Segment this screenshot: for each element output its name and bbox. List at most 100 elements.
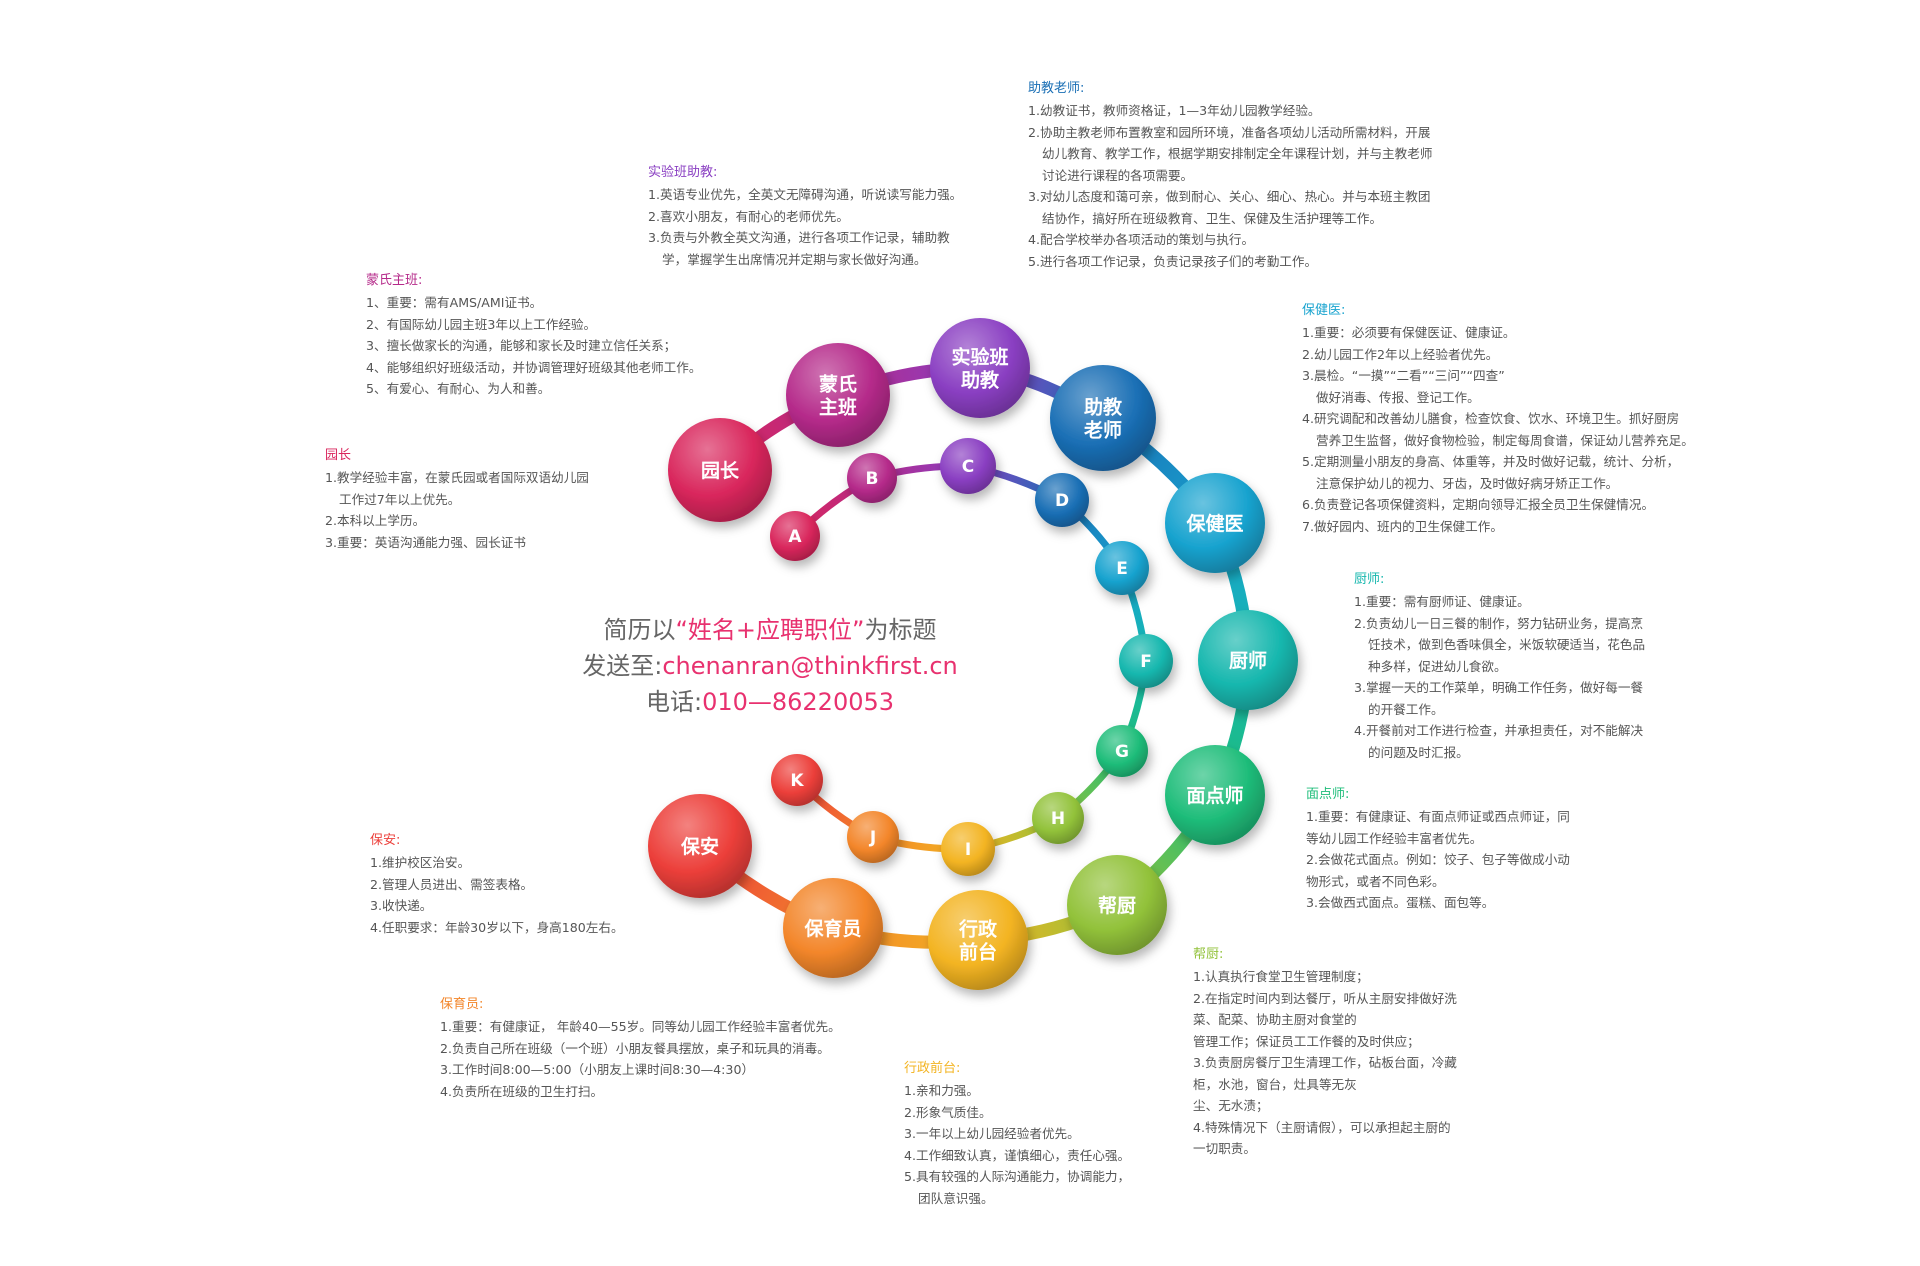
requirement-line: 学，掌握学生出席情况并定期与家长做好沟通。 bbox=[662, 251, 927, 267]
role-bubble-label: 行政 bbox=[958, 918, 998, 941]
requirement-line: 讨论进行课程的各项需要。 bbox=[1042, 167, 1194, 183]
requirement-list: 1.维护校区治安。2.管理人员进出、需签表格。3.收快递。4.任职要求：年龄30… bbox=[370, 852, 890, 938]
role-bubble-baojian[interactable]: 保健医 bbox=[1165, 473, 1265, 573]
requirement-line: 1.重要：必须要有保健医证、健康证。 bbox=[1302, 325, 1516, 340]
role-bubble-xingzheng[interactable]: 行政前台 bbox=[928, 890, 1028, 990]
role-bubble-circle bbox=[648, 794, 752, 898]
phone-number: 010—86220053 bbox=[702, 688, 895, 716]
email-prefix: 发送至: bbox=[582, 652, 663, 680]
inner-bubble-letter: E bbox=[1116, 559, 1128, 579]
requirement-item: 2、有国际幼儿园主班3年以上工作经验。 bbox=[366, 314, 886, 336]
job-title: 实验班助教: bbox=[648, 165, 718, 180]
job-block-chushi: 厨师: 1.重要：需有厨师证、健康证。 2.负责幼儿一日三餐的制作，努力钻研业务，提… bbox=[1354, 569, 1874, 763]
role-bubble-shiyan[interactable]: 实验班助教 bbox=[930, 318, 1030, 418]
requirement-item: 3.负责与外教全英文沟通，进行各项工作记录，辅助教学，掌握学生出席情况并定期与家… bbox=[648, 227, 1168, 270]
requirement-item: 3.晨检。“一摸”“二看”“三问”“四查”做好消毒、传报、登记工作。 bbox=[1302, 365, 1822, 408]
inner-bubble-letter: F bbox=[1140, 652, 1152, 672]
requirement-line: 2.喜欢小朋友，有耐心的老师优先。 bbox=[648, 208, 849, 224]
email-link[interactable]: chenanran@thinkfirst.cn bbox=[662, 652, 958, 680]
inner-bubble-b: B bbox=[847, 453, 897, 503]
requirement-line: 1.认真执行食堂卫生管理制度； bbox=[1193, 969, 1369, 984]
role-bubble-baoyu[interactable]: 保育员 bbox=[783, 878, 883, 978]
role-bubble-label: 老师 bbox=[1084, 419, 1122, 442]
role-bubble-circle bbox=[668, 418, 772, 522]
requirement-item: 1.重要：有健康证、有面点师证或西点师证，同等幼儿园工作经验丰富者优先。 bbox=[1306, 806, 1826, 849]
role-bubble-label: 园长 bbox=[701, 460, 740, 482]
requirement-line: 3、擅长做家长的沟通，能够和家长及时建立信任关系； bbox=[366, 338, 677, 353]
requirement-line: 种多样，促进幼儿食欲。 bbox=[1368, 658, 1507, 674]
role-bubble-baoan[interactable]: 保安 bbox=[648, 794, 752, 898]
requirement-list: 1.重要：必须要有保健医证、健康证。 2.幼儿园工作2年以上经验者优先。 3.晨检。… bbox=[1302, 322, 1822, 537]
requirement-line: 1、重要：需有AMS/AMI证书。 bbox=[366, 295, 543, 310]
requirement-line: 2.负责幼儿一日三餐的制作，努力钻研业务，提高烹 bbox=[1354, 615, 1644, 631]
requirement-line: 2.幼儿园工作2年以上经验者优先。 bbox=[1302, 346, 1499, 362]
job-title: 蒙氏主班: bbox=[366, 273, 423, 288]
requirement-line: 1.重要：需有厨师证、健康证。 bbox=[1354, 594, 1530, 609]
job-block-baoan: 保安:1.维护校区治安。2.管理人员进出、需签表格。3.收快递。4.任职要求：年… bbox=[370, 830, 890, 938]
requirement-line: 4.负责所在班级的卫生打扫。 bbox=[440, 1083, 604, 1099]
role-bubble-circle bbox=[1165, 745, 1265, 845]
inner-bubble-letter: H bbox=[1051, 809, 1065, 829]
requirement-item: 3.工作时间8:00—5:00（小朋友上课时间8:30—4:30） bbox=[440, 1059, 960, 1081]
role-bubble-circle bbox=[783, 878, 883, 978]
requirement-item: 3.一年以上幼儿园经验者优先。 bbox=[904, 1123, 1424, 1145]
job-title: 行政前台: bbox=[904, 1061, 961, 1076]
requirement-list: 1.幼教证书，教师资格证，1—3年幼儿园教学经验。2.协助主教老师布置教室和园所… bbox=[1028, 100, 1548, 272]
role-bubble-label: 面点师 bbox=[1186, 785, 1243, 807]
requirement-line: 饪技术，做到色香味俱全，米饭软硬适当，花色品 bbox=[1368, 637, 1646, 652]
role-bubble-zhujiao[interactable]: 助教老师 bbox=[1050, 365, 1156, 471]
job-block-baoyu: 保育员:1.重要：有健康证， 年龄40—55岁。同等幼儿园工作经验丰富者优先。2… bbox=[440, 994, 960, 1102]
job-block-mengshi: 蒙氏主班: 1、重要：需有AMS/AMI证书。 2、有国际幼儿园主班3年以上工作经验… bbox=[366, 270, 886, 400]
role-bubble-label: 助教 bbox=[1084, 396, 1123, 419]
role-bubble-yuanzhang[interactable]: 园长 bbox=[668, 418, 772, 522]
requirement-item: 5.进行各项工作记录，负责记录孩子们的考勤工作。 bbox=[1028, 251, 1548, 273]
inner-bubble-circle bbox=[1095, 541, 1149, 595]
requirement-line: 结协作，搞好所在班级教育、卫生、保健及生活护理等工作。 bbox=[1042, 210, 1383, 226]
role-bubble-label: 主班 bbox=[819, 396, 857, 419]
role-bubble-miandian[interactable]: 面点师 bbox=[1165, 745, 1265, 845]
role-bubble-circle bbox=[930, 318, 1030, 418]
requirement-line: 注意保护幼儿的视力、牙齿，及时做好病牙矫正工作。 bbox=[1316, 475, 1619, 491]
requirement-line: 4.开餐前对工作进行检查，并承担责任，对不能解决 bbox=[1354, 723, 1644, 738]
role-bubble-bangchu[interactable]: 帮厨 bbox=[1067, 855, 1167, 955]
requirement-item: 3.会做西式面点。蛋糕、面包等。 bbox=[1306, 892, 1826, 914]
role-bubble-circle bbox=[928, 890, 1028, 990]
inner-bubble-a: A bbox=[770, 511, 820, 561]
requirement-line: 4.特殊情况下（主厨请假），可以承担起主厨的 bbox=[1193, 1119, 1451, 1135]
requirement-item: 5.具有较强的人际沟通能力，协调能力，团队意识强。 bbox=[904, 1166, 1424, 1209]
requirement-line: 3.对幼儿态度和蔼可亲，做到耐心、关心、细心、热心。并与本班主教团 bbox=[1028, 189, 1431, 204]
requirement-item: 4.工作细致认真，谨慎细心，责任心强。 bbox=[904, 1145, 1424, 1167]
phone-prefix: 电话: bbox=[645, 688, 703, 716]
job-title: 厨师: bbox=[1354, 572, 1385, 587]
job-block-shiyan: 实验班助教: 1.英语专业优先，全英文无障碍沟通，听说读写能力强。2.喜欢小朋友，… bbox=[648, 162, 1168, 270]
requirement-line: 4.研究调配和改善幼儿膳食，检查饮食、饮水、环境卫生。抓好厨房 bbox=[1302, 411, 1680, 426]
requirement-line: 3.收快递。 bbox=[370, 898, 433, 913]
requirement-list: 1.重要：有健康证， 年龄40—55岁。同等幼儿园工作经验丰富者优先。2.负责自… bbox=[440, 1016, 960, 1102]
requirement-item: 1.亲和力强。 bbox=[904, 1080, 1424, 1102]
inner-bubble-d: D bbox=[1035, 473, 1089, 527]
inner-bubble-circle bbox=[1035, 473, 1089, 527]
inner-bubble-letter: D bbox=[1055, 491, 1069, 511]
role-bubble-label: 保健医 bbox=[1185, 512, 1243, 535]
requirement-line: 的问题及时汇报。 bbox=[1368, 744, 1469, 760]
requirement-line: 1.重要：有健康证、有面点师证或西点师证，同 bbox=[1306, 809, 1570, 824]
requirement-item: 1.认真执行食堂卫生管理制度； bbox=[1193, 966, 1713, 988]
requirement-list: 1.英语专业优先，全英文无障碍沟通，听说读写能力强。2.喜欢小朋友，有耐心的老师… bbox=[648, 184, 1168, 270]
role-bubble-mengshi[interactable]: 蒙氏主班 bbox=[786, 343, 890, 447]
requirement-line: 4.任职要求：年龄30岁以下，身高180左右。 bbox=[370, 919, 624, 935]
requirement-item: 6.负责登记各项保健资料，定期向领导汇报全员卫生保健情况。 bbox=[1302, 494, 1822, 516]
role-bubble-chushi[interactable]: 厨师 bbox=[1198, 610, 1298, 710]
requirement-line: 6.负责登记各项保健资料，定期向领导汇报全员卫生保健情况。 bbox=[1302, 497, 1655, 512]
title-suffix: 为标题 bbox=[864, 616, 937, 644]
role-bubble-circle bbox=[786, 343, 890, 447]
requirement-line: 2、有国际幼儿园主班3年以上工作经验。 bbox=[366, 316, 597, 332]
requirement-line: 2.管理人员进出、需签表格。 bbox=[370, 876, 534, 892]
title-highlight: “姓名+应聘职位” bbox=[675, 616, 865, 644]
requirement-line: 5.具有较强的人际沟通能力，协调能力， bbox=[904, 1169, 1131, 1184]
inner-bubble-g: G bbox=[1096, 725, 1148, 777]
requirement-line: 1.亲和力强。 bbox=[904, 1083, 979, 1098]
requirement-line: 5.定期测量小朋友的身高、体重等，并及时做好记载，统计、分析， bbox=[1302, 454, 1680, 469]
role-bubble-label: 前台 bbox=[959, 941, 997, 964]
requirement-item: 4.配合学校举办各项活动的策划与执行。 bbox=[1028, 229, 1548, 251]
requirement-line: 3.掌握一天的工作菜单，明确工作任务，做好每一餐 bbox=[1354, 680, 1644, 695]
